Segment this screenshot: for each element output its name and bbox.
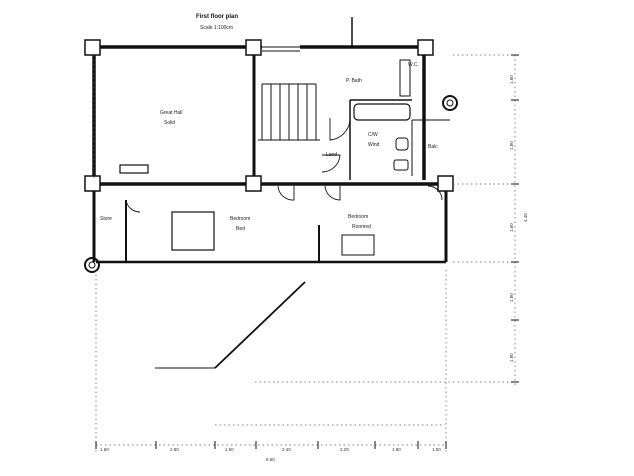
column [417,39,434,56]
door-swing [277,185,295,201]
dim-total: 8.60 [266,457,275,462]
dim-horizontal: 1.60 [100,447,109,452]
door-swing [329,118,351,141]
column [245,175,262,192]
room-label-cw: C/W [368,132,378,138]
wardrobe [171,211,215,251]
staircase [258,83,320,141]
round-column [446,99,454,107]
room-label-balcony: Balc [428,144,438,150]
dim-vertical: 1.80 [509,353,514,362]
drawing-title: First floor plan [196,14,238,20]
fireplace [119,164,149,174]
column [437,175,454,192]
room-label-great-hall: Great Hall [160,110,183,116]
round-column [442,95,458,111]
column [245,39,262,56]
bathtub [353,103,411,121]
door-swing [125,199,141,213]
dim-vertical: 1.60 [509,75,514,84]
room-sub-great-hall: Solid [164,120,176,126]
dim-horizontal: 2.40 [282,447,291,452]
dim-vertical: 1.80 [509,141,514,150]
dim-horizontal: 2.20 [340,447,349,452]
dim-vertical: 1.60 [509,223,514,232]
column [84,175,101,192]
sink [393,159,409,171]
drawing-scale-note: Scale 1:100cm [200,25,234,31]
room-sub-bedroom-2: Roomed [352,224,371,230]
room-label-bath: P. Bath [346,78,362,84]
toilet [395,137,409,151]
room-label-bedroom-2: Bedroom [348,214,369,220]
room-sub-bedroom-1: Bed [236,226,245,232]
door-swing [321,154,341,173]
dim-horizontal: 2.80 [170,447,179,452]
room-label-store: Store [100,216,112,222]
door-swing [324,185,341,201]
room-label-wc: W.C. [408,62,419,68]
dim-vertical: 1.80 [509,293,514,302]
room-sub-cw: Wind [368,142,380,148]
dim-vertical: 4.40 [523,213,528,222]
room-label-landing: Land [326,152,338,158]
door-swing [427,185,443,201]
dim-horizontal: 1.00 [432,447,441,452]
column [84,39,101,56]
desk [341,234,375,256]
radiator [399,59,411,97]
dim-horizontal: 1.50 [225,447,234,452]
round-column [84,257,100,273]
round-column [88,261,96,269]
ramp-line [214,281,306,369]
dim-horizontal: 1.80 [392,447,401,452]
room-label-bedroom-1: Bedroom [230,216,251,222]
